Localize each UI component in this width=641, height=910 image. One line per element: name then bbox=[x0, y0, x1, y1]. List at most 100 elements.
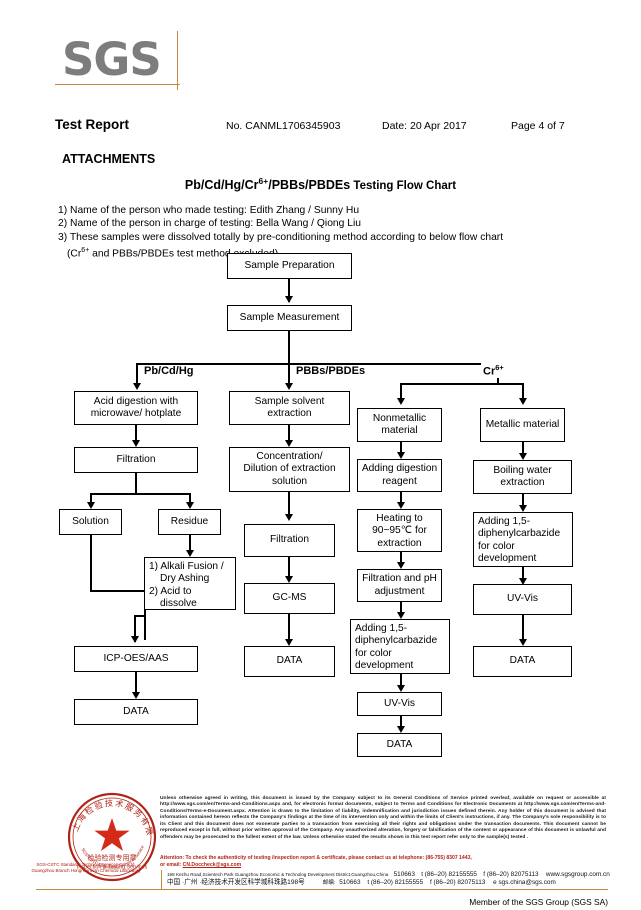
node-uv-vis-nonmetallic: UV-Vis bbox=[357, 692, 442, 716]
node-acid-digestion: Acid digestion with microwave/ hotplate bbox=[74, 391, 198, 425]
arrowhead-cr6-nonmetallic bbox=[396, 398, 405, 405]
address-chinese-tel: t (86–20) 82155555 bbox=[367, 879, 424, 886]
address-english: 198 Kezhu Road,Scientech Park Guangzhou … bbox=[167, 872, 389, 877]
node-metallic-material: Metallic material bbox=[480, 408, 565, 442]
report-number: No. CANML1706345903 bbox=[226, 120, 341, 132]
report-date: Date: 20 Apr 2017 bbox=[382, 120, 467, 132]
logo-horizontal-rule bbox=[55, 84, 180, 86]
branch-label-pb-cd-hg: Pb/Cd/Hg bbox=[142, 365, 196, 377]
edge-uvvis-to-data-metallic bbox=[522, 615, 524, 643]
edge-solvent-to-concentration bbox=[288, 425, 290, 444]
edge-dpc-to-uvvis-nonmetallic bbox=[400, 674, 402, 688]
edge-solution-down bbox=[90, 535, 92, 592]
heating-line-1: Heating to bbox=[376, 513, 423, 524]
dpc-nonmetallic-line-1: Adding 1,5- bbox=[355, 623, 408, 634]
page-number: Page 4 of 7 bbox=[511, 120, 565, 132]
edge-to-residue bbox=[189, 493, 191, 505]
edge-main-split-bar bbox=[136, 363, 499, 365]
svg-text:上海检验技术服务有限公司广州分公司: 上海检验技术服务有限公司广州分公司 bbox=[58, 790, 156, 838]
edge-cr6-split-bar bbox=[400, 383, 524, 385]
edge-reagent-to-heating bbox=[400, 492, 402, 505]
address-vertical-rule bbox=[161, 870, 163, 889]
edge-prep-to-measurement bbox=[288, 279, 290, 302]
concentration-line-1: Concentration/ bbox=[256, 451, 323, 462]
address-english-zip: 510663 bbox=[393, 871, 415, 878]
node-sample-measurement: Sample Measurement bbox=[227, 305, 352, 331]
dpc-metallic-line-3: for color bbox=[478, 540, 515, 552]
branch-label-pbbs-pbdes: PBBs/PBDEs bbox=[294, 365, 368, 377]
doccheck-email-link[interactable]: CN.Doccheck@sgs.com bbox=[182, 861, 242, 868]
node-boiling-water-extraction-label: Boiling water extraction bbox=[493, 464, 552, 488]
node-filtration-2: Filtration bbox=[244, 524, 335, 557]
edge-dpc-to-uvvis-metallic bbox=[522, 567, 524, 581]
edge-to-solution bbox=[90, 493, 92, 505]
arrowhead-filtration-ph-to-dpc bbox=[396, 612, 405, 619]
edge-heating-to-filtration-ph bbox=[400, 552, 402, 565]
attention-line-2-prefix: or email: bbox=[160, 861, 183, 868]
concentration-line-3: solution bbox=[271, 475, 308, 487]
arrowhead-to-residue bbox=[185, 502, 194, 509]
address-chinese-row: 中国 ·广州 ·经济技术开发区科学城科珠路198号 邮编: 510663 t (… bbox=[167, 879, 607, 887]
node-data-pbbs: DATA bbox=[244, 646, 335, 677]
arrowhead-acid-to-filtration1 bbox=[131, 440, 140, 447]
dpc-metallic-line-4: development bbox=[478, 553, 537, 565]
note-3: 3) These samples were dissolved totally … bbox=[58, 231, 504, 243]
address-chinese-email: e sgs.china@sgs.com bbox=[493, 879, 556, 886]
seal-caption: SGS-CSTC Standards Technical Services Co… bbox=[2, 862, 170, 874]
arrowhead-uvvis-to-data-metallic bbox=[518, 639, 527, 646]
arrowhead-leg-pbbs bbox=[284, 383, 293, 390]
edge-filtration1-split-bar bbox=[90, 493, 191, 495]
edge-merge-drop bbox=[134, 615, 136, 642]
sgs-logo: SGS bbox=[62, 33, 162, 86]
alkali-line-2: Dry Ashing bbox=[160, 573, 210, 585]
testing-flow-chart: Sample Preparation Sample Measurement Pb… bbox=[59, 253, 573, 757]
arrowhead-leg-pb bbox=[132, 383, 141, 390]
address-chinese-fax: f (86–20) 82075113 bbox=[430, 879, 486, 886]
notes-list: 1) Name of the person who made testing: … bbox=[58, 204, 598, 261]
edge-acid-to-filtration1 bbox=[135, 425, 137, 444]
arrowhead-cr6-metallic bbox=[518, 398, 527, 405]
edge-cr6-to-nonmetallic bbox=[400, 383, 402, 401]
arrowhead-uvvis-to-data-nonmetallic bbox=[396, 726, 405, 733]
node-data-pb: DATA bbox=[74, 699, 198, 725]
logo-vertical-rule bbox=[177, 31, 179, 90]
node-filtration-ph: Filtration and pH adjustment bbox=[357, 569, 442, 602]
node-data-metallic: DATA bbox=[473, 646, 572, 677]
flow-chart-title: Pb/Cd/Hg/Cr6+/PBBs/PBDEs Testing Flow Ch… bbox=[0, 176, 641, 192]
page-footer: 上海检验技术服务有限公司广州分公司 检验检测专用章 Inspection & T… bbox=[0, 784, 641, 910]
svg-text:检验检测专用章: 检验检测专用章 bbox=[88, 853, 137, 862]
node-filtration-1: Filtration bbox=[74, 447, 198, 473]
node-data-nonmetallic: DATA bbox=[357, 733, 442, 757]
attention-line-2: or email: CN.Doccheck@sgs.com bbox=[160, 862, 606, 869]
flow-chart-title-suffix: Testing Flow Chart bbox=[353, 180, 457, 193]
inspection-testing-seal: 上海检验技术服务有限公司广州分公司 检验检测专用章 Inspection & T… bbox=[58, 790, 157, 882]
node-nonmetallic-material: Nonmetallic material bbox=[357, 408, 442, 442]
node-acid-digestion-label: Acid digestion with microwave/ hotplate bbox=[90, 395, 182, 419]
page-header: SGS Test Report No. CANML1706345903 Date… bbox=[0, 0, 641, 150]
dpc-metallic-line-1: Adding 1,5- bbox=[478, 516, 531, 527]
edge-solution-merge-bar bbox=[90, 590, 146, 592]
node-concentration-dilution: Concentration/ Dilution of extraction so… bbox=[229, 447, 350, 492]
edge-filtration-ph-to-dpc bbox=[400, 602, 402, 615]
node-alkali-fusion: 1) Alkali Fusion / Dry Ashing 2) Acid to… bbox=[144, 557, 236, 610]
node-gc-ms: GC-MS bbox=[244, 583, 335, 614]
node-residue: Residue bbox=[158, 509, 221, 535]
legal-disclaimer: Unless otherwise agreed in writing, this… bbox=[160, 796, 606, 840]
arrowhead-filtration2-to-gcms bbox=[284, 576, 293, 583]
edge-merge-align bbox=[134, 615, 146, 617]
arrowhead-boiling-to-dpc-metallic bbox=[518, 505, 527, 512]
node-solution: Solution bbox=[59, 509, 122, 535]
address-english-row: 198 Kezhu Road,Scientech Park Guangzhou … bbox=[167, 871, 610, 879]
node-heating: Heating to 90~95℃ for extraction bbox=[357, 509, 442, 552]
edge-cr6-to-metallic bbox=[522, 383, 524, 401]
arrowhead-dpc-to-uvvis-metallic bbox=[518, 578, 527, 585]
arrowhead-prep-to-measurement bbox=[284, 296, 293, 303]
seal-caption-line-2: Guangzhou Branch Hongmianwan Chemical La… bbox=[31, 868, 141, 873]
address-english-tel: t (86–20) 82155555 bbox=[421, 871, 477, 878]
edge-uvvis-to-data-nonmetallic bbox=[400, 716, 402, 729]
arrowhead-nonmetallic-to-reagent bbox=[396, 452, 405, 459]
node-sample-preparation: Sample Preparation bbox=[227, 253, 352, 279]
node-sample-solvent-extraction: Sample solvent extraction bbox=[229, 391, 350, 425]
arrowhead-residue-to-alkali bbox=[185, 550, 194, 557]
note-2: 2) Name of the person in charge of testi… bbox=[58, 218, 361, 230]
